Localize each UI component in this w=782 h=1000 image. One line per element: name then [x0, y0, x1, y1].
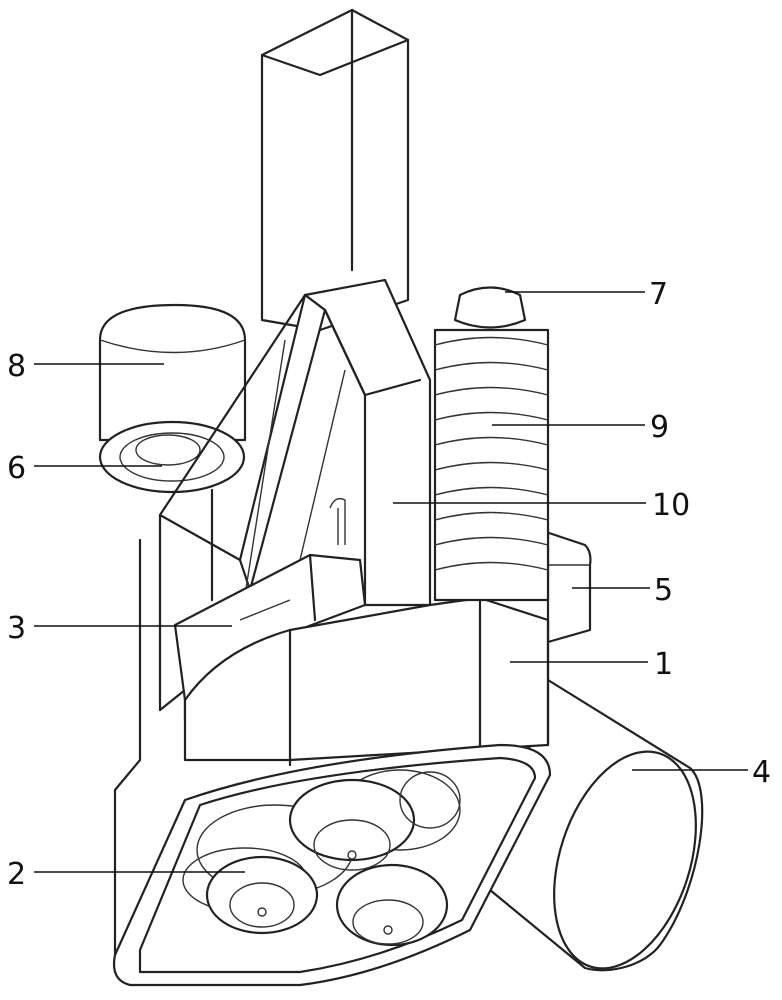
- label-2: 2: [7, 857, 26, 892]
- label-9: 9: [650, 410, 669, 445]
- label-4: 4: [752, 755, 771, 790]
- motor-part-8: [100, 305, 245, 492]
- roller-front-right: [337, 865, 447, 945]
- label-6: 6: [7, 451, 26, 486]
- label-5: 5: [654, 573, 673, 608]
- label-7: 7: [649, 277, 668, 312]
- label-8: 8: [7, 349, 26, 384]
- roller-tray-part-2: [114, 745, 550, 985]
- screw-spring-part-9: [435, 288, 548, 601]
- label-3: 3: [7, 611, 26, 646]
- label-1: 1: [654, 647, 673, 682]
- roller-front-left: [207, 857, 317, 933]
- label-10: 10: [652, 488, 690, 523]
